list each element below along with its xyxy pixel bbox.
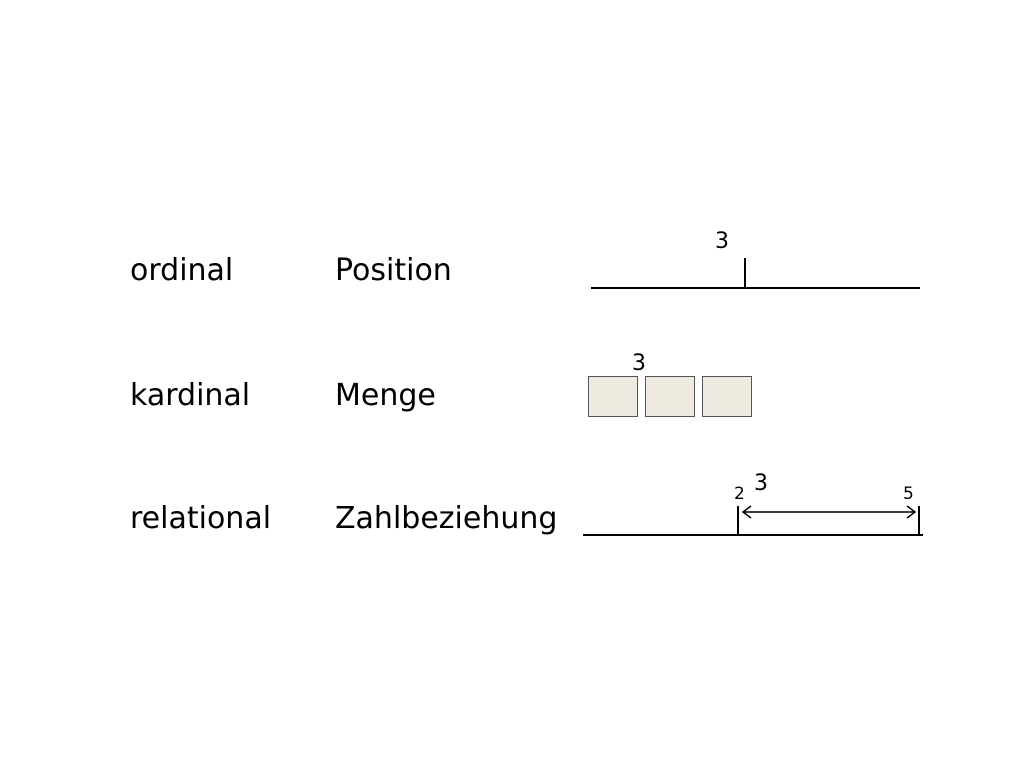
relational-end-tick (918, 506, 920, 535)
relational-meaning: Zahlbeziehung (335, 501, 558, 536)
ordinal-number-line (591, 287, 920, 289)
set-element-square (702, 376, 752, 417)
relational-number-line (583, 534, 923, 536)
relational-difference-label: 3 (754, 471, 768, 496)
ordinal-meaning: Position (335, 253, 452, 288)
kardinal-term: kardinal (130, 378, 251, 413)
relational-term: relational (130, 501, 272, 536)
kardinal-meaning: Menge (335, 378, 436, 413)
ordinal-marker-label: 3 (715, 229, 729, 254)
ordinal-position-tick (744, 258, 746, 288)
set-element-square (588, 376, 638, 417)
relational-start-tick (737, 506, 739, 535)
ordinal-term: ordinal (130, 253, 234, 288)
set-element-square (645, 376, 695, 417)
relational-start-label: 2 (734, 484, 745, 504)
kardinal-set-label: 3 (632, 351, 646, 376)
relational-end-label: 5 (903, 484, 914, 504)
